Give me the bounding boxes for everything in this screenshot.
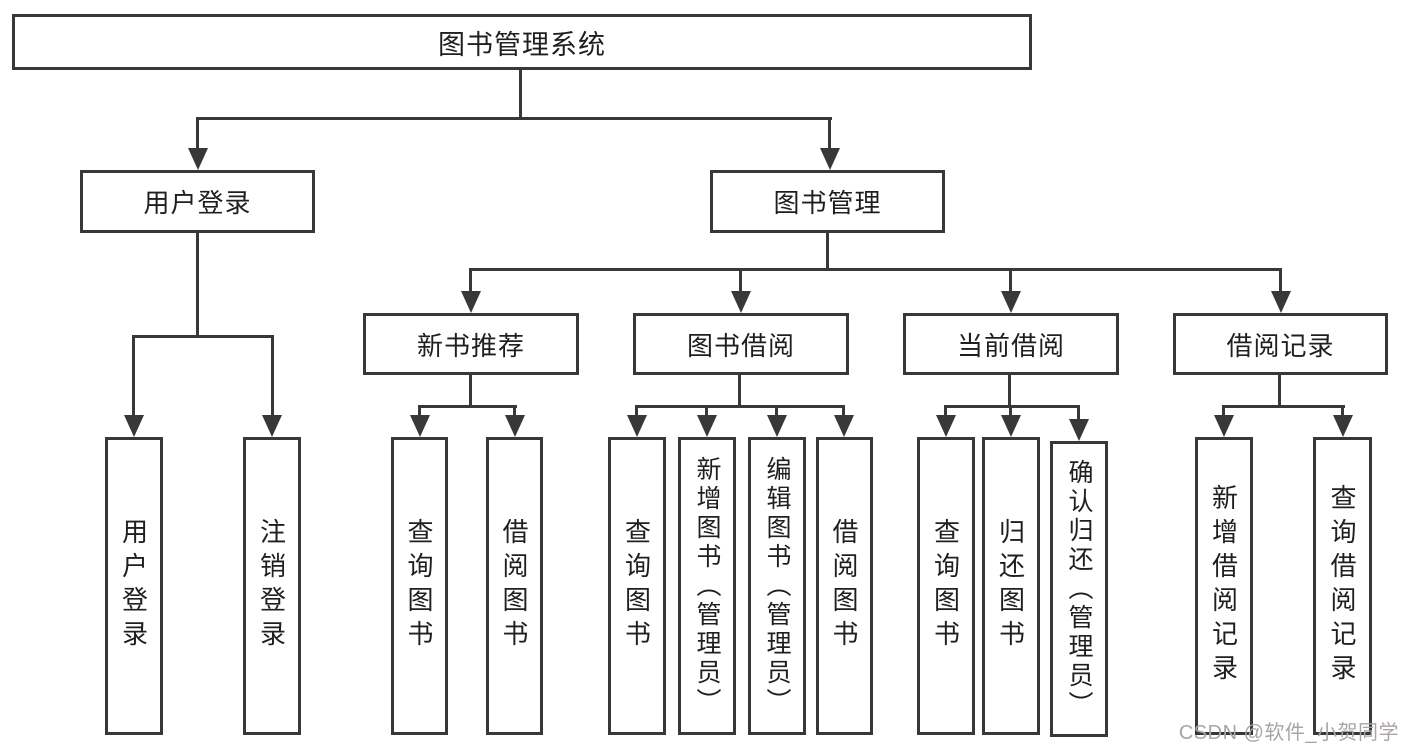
connector-line [196, 117, 199, 153]
leaf-records-add-borrow-record: 新增借阅记录 [1195, 437, 1253, 735]
connector-line [1222, 405, 1345, 408]
connector-line [519, 68, 522, 119]
connector-line [635, 405, 638, 421]
connector-line [842, 405, 845, 421]
connector-line [775, 405, 778, 421]
arrowhead [1001, 415, 1021, 437]
arrowhead [1271, 291, 1291, 313]
node-library-management-system: 图书管理系统 [12, 14, 1032, 70]
arrowhead [1333, 415, 1353, 437]
arrowhead [262, 415, 282, 437]
connector-line [1008, 374, 1011, 408]
connector-line [944, 405, 947, 421]
node-new-book-recommend: 新书推荐 [363, 313, 579, 375]
node-book-borrowing: 图书借阅 [633, 313, 849, 375]
connector-line [196, 232, 199, 337]
connector-line [196, 117, 832, 120]
connector-line [418, 405, 517, 408]
node-book-management: 图书管理 [710, 170, 945, 233]
connector-line [739, 268, 742, 296]
node-current-borrowing: 当前借阅 [903, 313, 1119, 375]
connector-line [132, 335, 135, 421]
connector-line [1341, 405, 1344, 421]
connector-line [418, 405, 421, 421]
connector-line [826, 232, 829, 271]
leaf-borrowing-borrow-books: 借阅图书 [816, 437, 873, 735]
connector-line [944, 405, 1080, 408]
arrowhead [936, 415, 956, 437]
leaf-user-login: 用户登录 [105, 437, 163, 735]
connector-line [1077, 405, 1080, 425]
leaf-borrowing-query-books: 查询图书 [608, 437, 666, 735]
node-borrowing-records: 借阅记录 [1173, 313, 1388, 375]
leaf-current-return-books: 归还图书 [982, 437, 1040, 735]
arrowhead [1069, 419, 1089, 441]
connector-line [132, 335, 274, 338]
arrowhead [505, 415, 525, 437]
connector-line [1278, 374, 1281, 408]
arrowhead [767, 415, 787, 437]
arrowhead [627, 415, 647, 437]
connector-line [271, 335, 274, 421]
connector-line [469, 268, 1282, 271]
leaf-recommend-query-books: 查询图书 [391, 437, 448, 735]
connector-line [513, 405, 516, 421]
leaf-borrowing-edit-books-admin: 编辑图书（管理员） [748, 437, 806, 735]
connector-line [828, 117, 831, 153]
arrowhead [1001, 291, 1021, 313]
arrowhead [731, 291, 751, 313]
connector-line [1009, 405, 1012, 421]
connector-line [1279, 268, 1282, 296]
connector-line [1009, 268, 1012, 296]
watermark-text: CSDN @软件_小贺同学 [1178, 722, 1399, 744]
connector-line [635, 405, 845, 408]
arrowhead [188, 148, 208, 170]
leaf-current-query-books: 查询图书 [917, 437, 975, 735]
arrowhead [410, 415, 430, 437]
node-user-login: 用户登录 [80, 170, 315, 233]
arrowhead [124, 415, 144, 437]
connector-line [469, 268, 472, 296]
arrowhead [1214, 415, 1234, 437]
leaf-recommend-borrow-books: 借阅图书 [486, 437, 543, 735]
connector-line [469, 374, 472, 408]
arrowhead [834, 415, 854, 437]
connector-line [1222, 405, 1225, 421]
leaf-logout: 注销登录 [243, 437, 301, 735]
leaf-current-confirm-return-admin: 确认归还（管理员） [1050, 441, 1108, 737]
arrowhead [820, 148, 840, 170]
connector-line [738, 374, 741, 408]
arrowhead [697, 415, 717, 437]
arrowhead [461, 291, 481, 313]
leaf-borrowing-add-books-admin: 新增图书（管理员） [678, 437, 736, 735]
leaf-records-query-borrow-record: 查询借阅记录 [1313, 437, 1372, 735]
connector-line [705, 405, 708, 421]
